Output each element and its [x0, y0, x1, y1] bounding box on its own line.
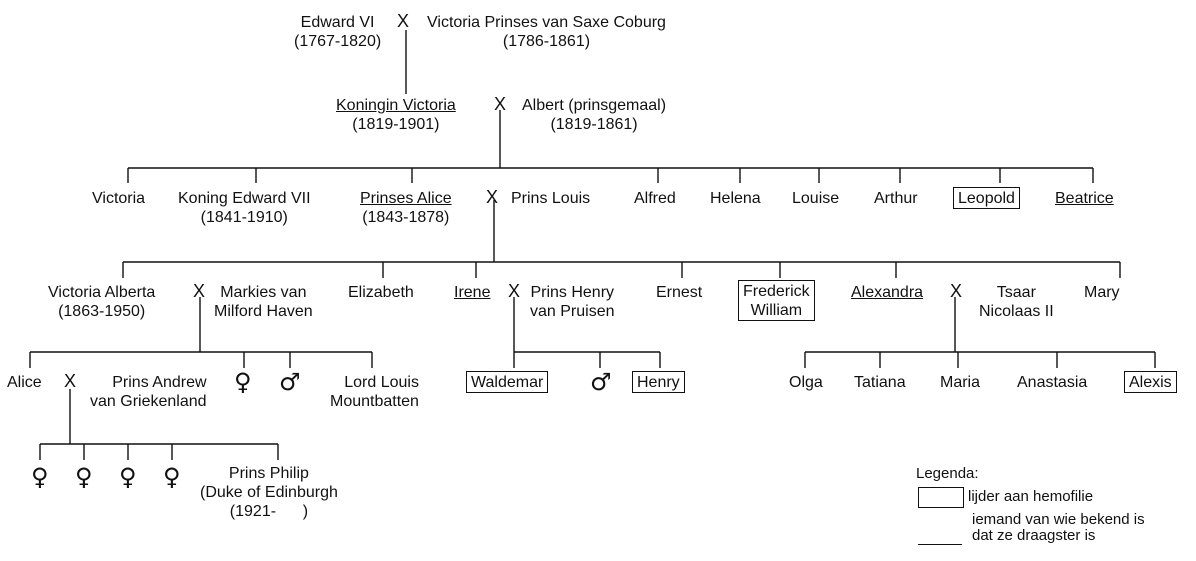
person-victoria-alberta: Victoria Alberta (1863-1950)	[48, 283, 155, 321]
person-victoria-saxe-coburg: Victoria Prinses van Saxe Coburg (1786-1…	[427, 13, 666, 51]
person-prins-louis: Prins Louis	[511, 190, 591, 207]
person-anastasia: Anastasia	[1017, 374, 1088, 391]
male-symbol: ♂	[279, 368, 301, 396]
person-title: (Duke of Edinburgh	[200, 484, 338, 501]
legend-carrier-line1: iemand van wie bekend is	[972, 511, 1145, 528]
person-koning-edward-vii: Koning Edward VII (1841-1910)	[178, 189, 311, 227]
person-years: (1841-1910)	[200, 209, 288, 226]
legend-carrier-line2: dat ze draagster is	[972, 527, 1096, 544]
person-name: Prinses Alice	[360, 190, 452, 207]
male-symbol: ♂	[590, 368, 612, 396]
person-years: (1819-1901)	[352, 116, 440, 133]
marriage-symbol: X	[64, 371, 77, 391]
female-symbol: ♀	[234, 368, 252, 396]
marriage-symbol: X	[508, 281, 521, 301]
person-ernest: Ernest	[656, 284, 703, 301]
person-name: Prins Henry	[530, 284, 615, 301]
person-irene: Irene	[454, 284, 491, 301]
person-albert: Albert (prinsgemaal) (1819-1861)	[522, 96, 666, 134]
person-name: Koningin Victoria	[336, 97, 456, 114]
person-alfred: Alfred	[634, 190, 676, 207]
person-markies-van-milford-haven: Markies van Milford Haven	[214, 283, 313, 321]
person-alexis: Alexis	[1124, 371, 1177, 393]
person-helena: Helena	[710, 190, 761, 207]
marriage-symbol: X	[397, 11, 410, 31]
person-lord-louis-mountbatten: Lord Louis Mountbatten	[330, 373, 419, 411]
marriage-symbol: X	[486, 187, 499, 207]
person-alice: Alice	[7, 374, 42, 391]
legend-box-swatch	[918, 487, 964, 508]
person-tatiana: Tatiana	[854, 374, 906, 391]
female-symbol: ♀	[163, 463, 181, 491]
person-name-line2: William	[750, 302, 803, 319]
person-name: Albert (prinsgemaal)	[522, 97, 667, 114]
person-name: Edward VI	[300, 14, 375, 31]
person-tsaar-nicolaas-ii: Tsaar Nicolaas II	[979, 283, 1054, 321]
female-symbol: ♀	[119, 463, 137, 491]
person-waldemar: Waldemar	[466, 371, 549, 393]
person-years: (1843-1878)	[362, 209, 450, 226]
person-prins-philip: Prins Philip (Duke of Edinburgh (1921- )	[200, 464, 338, 521]
person-koningin-victoria: Koningin Victoria (1819-1901)	[336, 96, 456, 134]
person-name: Victoria Alberta	[48, 284, 156, 301]
person-alexandra: Alexandra	[851, 284, 924, 301]
person-years: (1767-1820)	[294, 33, 382, 50]
person-name-line2: van Griekenland	[90, 393, 207, 410]
legend-title: Legenda:	[916, 465, 979, 482]
person-prinses-alice: Prinses Alice (1843-1878)	[360, 189, 452, 227]
marriage-symbol: X	[193, 281, 206, 301]
legend-underline-swatch	[918, 544, 962, 545]
female-symbol: ♀	[75, 463, 93, 491]
person-frederick-william: Frederick William	[738, 280, 815, 321]
person-name-line2: Mountbatten	[330, 393, 419, 410]
person-elizabeth: Elizabeth	[348, 284, 414, 301]
person-name: Prins Andrew	[112, 374, 207, 391]
person-beatrice: Beatrice	[1055, 190, 1114, 207]
person-prins-andrew: Prins Andrew van Griekenland	[90, 373, 207, 411]
person-name-line2: Milford Haven	[214, 303, 313, 320]
person-name-line2: Nicolaas II	[979, 303, 1054, 320]
person-years: (1819-1861)	[550, 116, 638, 133]
person-name: Victoria Prinses van Saxe Coburg	[427, 14, 666, 31]
person-victoria: Victoria	[92, 190, 146, 207]
person-maria: Maria	[940, 374, 981, 391]
person-louise: Louise	[792, 190, 840, 207]
legend-hemophilia-label: lijder aan hemofilie	[968, 488, 1094, 505]
person-years: (1786-1861)	[502, 33, 591, 50]
person-name: Lord Louis	[344, 374, 419, 391]
person-mary: Mary	[1084, 284, 1120, 301]
person-name: Tsaar	[996, 284, 1036, 301]
person-prins-henry-van-pruisen: Prins Henry van Pruisen	[530, 283, 615, 321]
person-name-line2: van Pruisen	[530, 303, 615, 320]
person-years: (1863-1950)	[58, 303, 146, 320]
person-name: Markies van	[220, 284, 307, 301]
person-years: (1921- )	[229, 503, 309, 520]
person-arthur: Arthur	[874, 190, 918, 207]
female-symbol: ♀	[31, 463, 49, 491]
person-henry: Henry	[632, 371, 685, 393]
marriage-symbol: X	[950, 281, 963, 301]
person-olga: Olga	[789, 374, 823, 391]
person-leopold: Leopold	[953, 187, 1020, 209]
marriage-symbol: X	[494, 94, 507, 114]
person-name: Prins Philip	[228, 465, 309, 482]
legend-carrier-label: iemand van wie bekend is dat ze draagste…	[972, 512, 1145, 544]
person-name: Koning Edward VII	[178, 190, 311, 207]
person-edward-vi: Edward VI (1767-1820)	[294, 13, 381, 51]
person-name: Frederick	[743, 283, 810, 300]
